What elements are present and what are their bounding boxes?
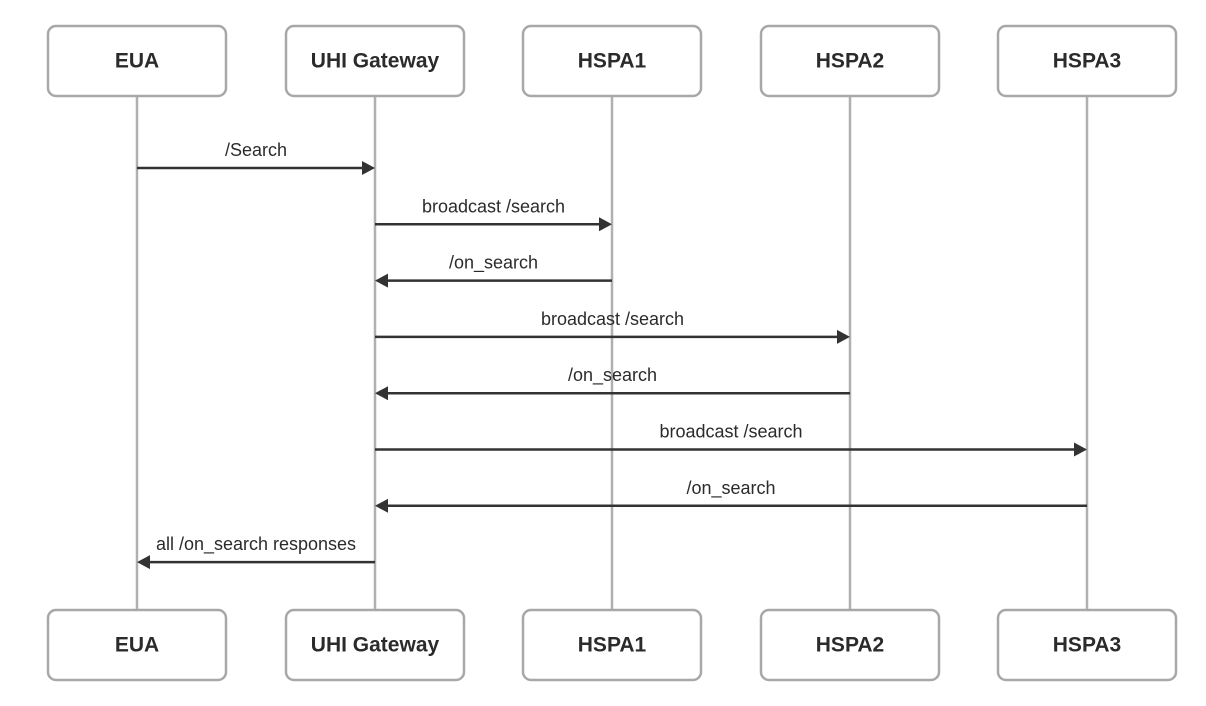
actor-top-hspa3: HSPA3	[996, 24, 1178, 98]
actor-top-eua: EUA	[46, 24, 228, 98]
actor-box	[996, 608, 1178, 682]
arrowhead	[837, 329, 850, 344]
actor-label: HSPA3	[1053, 50, 1121, 73]
actor-box	[759, 24, 941, 98]
message-label: broadcast /search	[422, 196, 565, 216]
message-8: all /on_search responses	[137, 534, 375, 570]
actor-label: HSPA1	[578, 50, 647, 73]
actors-top: EUA UHI Gateway HSPA1 HSPA2 HSPA3	[46, 24, 1178, 98]
message-4: broadcast /search	[375, 309, 850, 344]
arrowhead	[599, 217, 612, 232]
message-label: all /on_search responses	[156, 534, 356, 555]
actor-label: EUA	[115, 50, 159, 73]
message-label: /on_search	[449, 253, 538, 274]
actor-label: HSPA2	[816, 634, 884, 657]
message-2: broadcast /search	[375, 196, 612, 232]
actor-box	[521, 608, 703, 682]
actor-box	[996, 24, 1178, 98]
actor-box	[284, 608, 466, 682]
actor-top-gateway: UHI Gateway	[284, 24, 466, 98]
actor-top-hspa1: HSPA1	[521, 24, 703, 98]
arrowhead	[362, 161, 375, 175]
message-7: /on_search	[375, 478, 1087, 513]
actor-bottom-hspa2: HSPA2	[759, 608, 941, 682]
message-label: /Search	[225, 140, 287, 160]
message-label: /on_search	[686, 478, 775, 499]
actor-box	[46, 608, 228, 682]
actor-label: HSPA3	[1053, 634, 1121, 657]
message-1: /Search	[137, 140, 375, 175]
actor-box	[759, 608, 941, 682]
actor-box	[521, 24, 703, 98]
arrowhead	[137, 555, 150, 570]
actor-top-hspa2: HSPA2	[759, 24, 941, 98]
actor-bottom-gateway: UHI Gateway	[284, 608, 466, 682]
actors-bottom: EUA UHI Gateway HSPA1 HSPA2 HSPA3	[46, 608, 1178, 682]
actor-box	[284, 24, 466, 98]
actor-bottom-hspa3: HSPA3	[996, 608, 1178, 682]
message-label: /on_search	[568, 365, 657, 386]
arrowhead	[375, 498, 388, 513]
actor-label: UHI Gateway	[311, 634, 440, 657]
actor-label: HSPA2	[816, 50, 884, 73]
actor-label: UHI Gateway	[311, 50, 440, 73]
arrowhead	[375, 273, 388, 288]
message-6: broadcast /search	[375, 422, 1087, 457]
message-label: broadcast /search	[541, 309, 684, 329]
arrowhead	[1074, 442, 1087, 457]
actor-label: HSPA1	[578, 634, 647, 657]
actor-box	[46, 24, 228, 98]
message-5: /on_search	[375, 365, 850, 401]
message-3: /on_search	[375, 253, 612, 288]
arrowhead	[375, 386, 388, 401]
message-label: broadcast /search	[659, 422, 802, 442]
actor-bottom-eua: EUA	[46, 608, 228, 682]
lifelines	[135, 96, 1089, 610]
actor-bottom-hspa1: HSPA1	[521, 608, 703, 682]
actor-label: EUA	[115, 634, 159, 657]
